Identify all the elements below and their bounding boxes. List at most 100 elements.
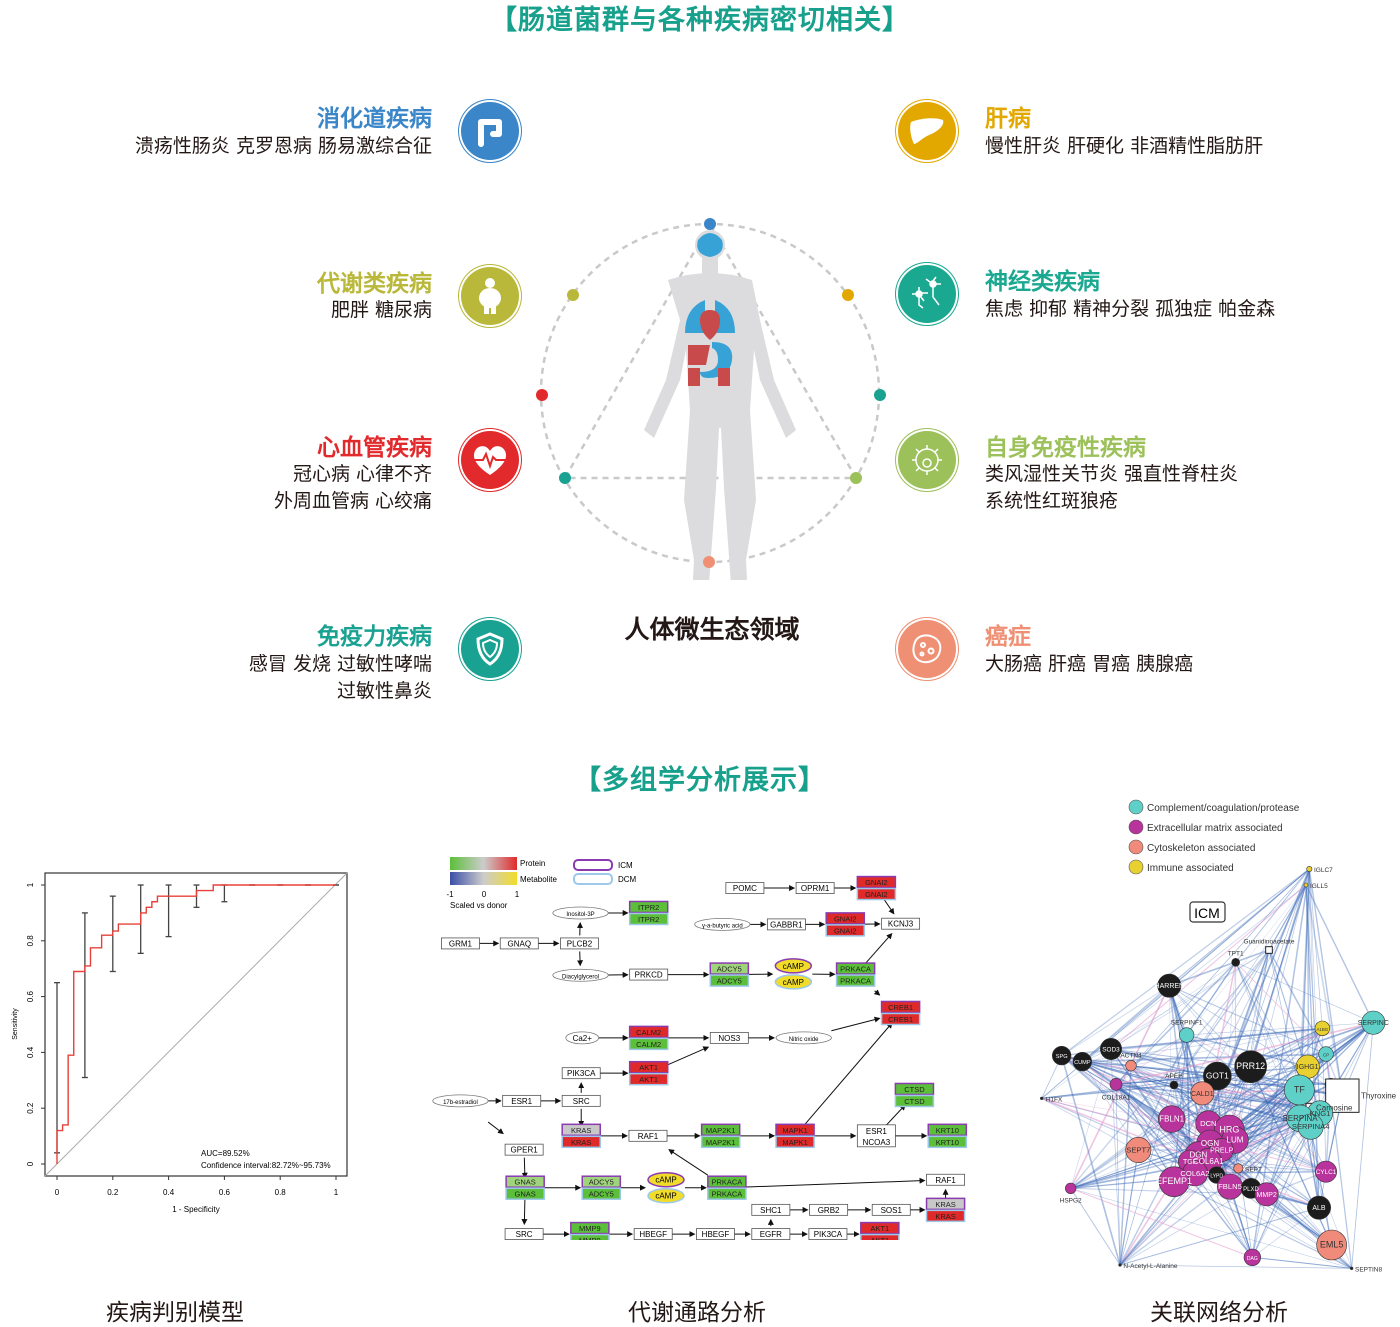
node-label: CP — [1323, 1053, 1329, 1058]
gene-node-label: KRAS — [571, 1138, 591, 1147]
protein-node — [1119, 1264, 1122, 1267]
icm-label: ICM — [1194, 905, 1220, 921]
node-label: HARREN — [1155, 983, 1185, 990]
legend-swatch — [1129, 840, 1143, 854]
node-label: TPT1 — [1228, 950, 1244, 957]
protein-node — [1307, 866, 1312, 871]
node-label: SERPINF1 — [1171, 1020, 1203, 1027]
y-tick-label: 0.4 — [26, 1046, 35, 1058]
metabolite-node-label: Inositol-3P — [566, 912, 594, 918]
gene-node-label: KRAS — [935, 1212, 955, 1221]
gene-node-label: MMP9 — [579, 1236, 601, 1240]
gene-node-label: PRKCD — [635, 971, 663, 980]
protein-node — [1065, 1183, 1076, 1194]
gene-node-label: KRT10 — [936, 1126, 959, 1135]
protein-node — [1110, 1078, 1122, 1090]
metabolite-node — [1266, 947, 1273, 954]
gene-node-label: GRM1 — [449, 939, 473, 948]
node-label: LYPD — [1210, 1174, 1223, 1180]
gene-node-label: SHC1 — [760, 1206, 782, 1215]
disease-list-autoimmune-2: 系统性红斑狼疮 — [985, 488, 1118, 515]
node-label: H1FX — [1046, 1096, 1063, 1103]
gene-node-label: ADCY5 — [717, 977, 742, 986]
heart-pulse-icon — [461, 431, 519, 489]
category-title-cancer: 癌症 — [985, 617, 1031, 651]
gene-node-label: NCOA3 — [863, 1138, 891, 1147]
disease-list-cancer: 大肠癌 肝癌 胃癌 胰腺癌 — [985, 651, 1193, 678]
legend-label: Immune associated — [1147, 863, 1234, 874]
human-microbiome-diagram — [520, 200, 900, 580]
gene-node-label: CREB1 — [888, 1003, 913, 1012]
disease-list-cardio: 冠心病 心律不齐 — [293, 461, 432, 488]
gene-node-label: GNAS — [515, 1190, 536, 1199]
metabolite-node-label: cAMP — [655, 1192, 676, 1201]
metabolite-scale-bar — [450, 872, 517, 885]
gene-node-label: SOS1 — [881, 1206, 903, 1215]
disease-list-immunity-2: 过敏性鼻炎 — [337, 678, 432, 705]
node-label: HSPG2 — [1060, 1198, 1082, 1205]
gene-node-label: GNAI2 — [865, 878, 888, 887]
metabolite-node-label: 17b-estradiol — [443, 1100, 478, 1106]
gene-node-label: ADCY5 — [589, 1190, 614, 1199]
y-tick-label: 0 — [26, 1161, 35, 1166]
gene-node-label: GNAQ — [507, 939, 531, 948]
node-label: COL18A1 — [1102, 1094, 1131, 1101]
node-label: APEH — [1165, 1073, 1183, 1080]
node-label: FBLN5 — [1218, 1182, 1242, 1191]
intestine-icon — [461, 102, 519, 160]
node-label: DAG — [1247, 1256, 1258, 1262]
legend-swatch — [1129, 800, 1143, 814]
legend-icm: ICM — [618, 861, 633, 870]
node-label: PRELP — [1210, 1148, 1233, 1155]
pathway-arrow — [831, 1018, 879, 1030]
scale-label: Scaled vs donor — [450, 901, 508, 910]
legend-protein: Protein — [520, 859, 545, 868]
gene-node-label: GNAS — [515, 1178, 536, 1187]
x-tick-label: 0.4 — [163, 1188, 175, 1197]
category-title-digestive: 消化道疾病 — [317, 99, 432, 133]
gene-node-label: GNAI2 — [834, 926, 857, 935]
x-tick-label: 1 — [334, 1188, 339, 1197]
protein-node — [1234, 1164, 1243, 1173]
y-tick-label: 0.2 — [26, 1102, 35, 1114]
node-label: OGN — [1201, 1139, 1219, 1148]
pathway-arrow — [746, 1181, 925, 1188]
gene-node-label: GNAI2 — [834, 914, 857, 923]
y-axis-label: Sensitivity — [12, 1008, 19, 1040]
gene-node-label: HBEGF — [639, 1230, 667, 1239]
protein-node — [1040, 1097, 1043, 1100]
gene-node-label: MAPK1 — [782, 1138, 807, 1147]
legend-icm-box — [574, 860, 612, 870]
gene-node-label: CALM2 — [636, 1040, 661, 1049]
disease-list-neuro: 焦虑 抑郁 精神分裂 孤独症 帕金森 — [985, 296, 1275, 323]
reference-diagonal — [45, 873, 347, 1176]
gene-node-label: PRKACA — [711, 1190, 742, 1199]
disease-list-cardio-2: 外周血管病 心绞痛 — [274, 488, 432, 515]
gene-node-label: GNAI2 — [865, 890, 888, 899]
node-label: CUMP — [1074, 1060, 1091, 1066]
node-label: LUM — [1227, 1136, 1244, 1145]
node-label: SOD3 — [1102, 1047, 1120, 1054]
node-label: CYLC1 — [1316, 1169, 1337, 1176]
node-label: Guanidinoacetate — [1244, 939, 1295, 946]
category-title-metabolic: 代谢类疾病 — [317, 264, 432, 298]
gene-node-label: PRKACA — [711, 1178, 742, 1187]
gene-node-label: KRAS — [571, 1126, 591, 1135]
legend-dcm: DCM — [618, 875, 637, 884]
node-label: MMP2 — [1257, 1192, 1277, 1199]
node-label: TGF — [1183, 1159, 1197, 1166]
node-label: DCN — [1200, 1119, 1216, 1128]
node-label: CALD1 — [1191, 1091, 1214, 1098]
metabolite-node-label: γ-a-butyric acid — [702, 923, 743, 929]
gene-node-label: RAF1 — [638, 1132, 659, 1141]
node-label: GOT1 — [1206, 1071, 1229, 1081]
legend-swatch — [1129, 820, 1143, 834]
disease-list-digestive: 溃疡性肠炎 克罗恩病 肠易激综合征 — [135, 133, 432, 160]
gene-node-label: ADCY5 — [717, 965, 742, 974]
gene-node-label: ADCY5 — [589, 1178, 614, 1187]
liver-icon — [898, 102, 956, 160]
neuron-icon — [898, 265, 956, 323]
legend-label: Complement/coagulation/protease — [1147, 803, 1300, 814]
human-silhouette — [644, 230, 796, 580]
